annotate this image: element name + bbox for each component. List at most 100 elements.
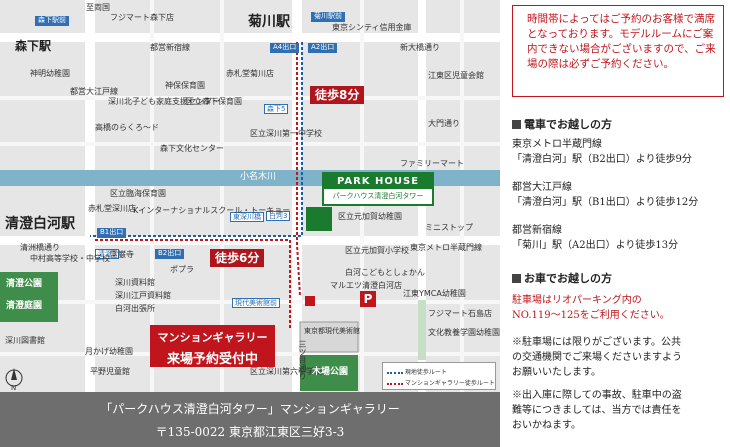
map-footer: 「パークハウス清澄白河タワー」マンションギャラリー 〒135-0022 東京都江… — [0, 392, 500, 447]
ministop-label: ミニストップ — [425, 223, 473, 232]
kiyosumi-walk-time: 徒歩6分 — [210, 249, 265, 267]
train-line-1: 「清澄白河」駅（B2出口）より徒歩9分 — [512, 154, 692, 165]
train-title-text: 電車でお越しの方 — [524, 118, 612, 131]
b2-exit-tag: B2出口 — [155, 249, 185, 259]
morishita-hoikuen-label: 区立森下保育園 — [186, 97, 242, 106]
hirano-jidokan-label: 平野児童館 — [90, 367, 130, 376]
info-panel: 時間帯によってはご予約のお客様で満席となっております。モデルルームにご案内できな… — [506, 0, 730, 447]
shirakawa-shutchojo-label: 白河出張所 — [115, 304, 155, 313]
kiyosubashi-dori-label: 清洲橋通り — [20, 243, 60, 252]
route-legend: 現地徒歩ルート マンションギャラリー徒歩ルート — [382, 362, 496, 390]
walk-route-blue — [90, 42, 303, 237]
fukagawa-edo-label: 深川江戸資料館 — [115, 291, 171, 300]
car-section-title: お車でお越しの方 — [512, 270, 612, 286]
kikukawa-ekimae-tag: 菊川駅前 — [311, 12, 345, 22]
kikukawa-walk-time: 徒歩8分 — [310, 86, 365, 104]
train-line-5: 「菊川」駅（A2出口）より徒歩13分 — [512, 240, 679, 251]
omon-dori-label: 大門通り — [428, 119, 460, 128]
car-parking-line-0: 駐車場はリオパーキング内の — [512, 295, 642, 306]
kiyosumi-station-label: 清澄白河駅 — [5, 216, 75, 232]
morishita-bunka-label: 森下文化センター — [160, 144, 224, 153]
parking-icon: P — [360, 291, 376, 307]
shin-ohashi-label: 新大橋通り — [400, 43, 440, 52]
walk-route-red-2 — [95, 239, 291, 330]
park-house-logo-text: PARK HOUSE — [324, 174, 432, 189]
morishita-ekimae-tag: 森下駅前 — [35, 16, 69, 26]
koto-jido-label: 江東区児童会館 — [428, 71, 484, 80]
fukagawa-library-label: 深川図書館 — [5, 336, 45, 345]
toei-oedo-label: 都営大江戸線 — [70, 87, 118, 96]
car-note-1: の交通機関でご来場くださいますよう — [512, 352, 682, 363]
compass-needle — [11, 368, 17, 380]
legend-swatch-blue — [387, 371, 403, 374]
kiyosumi-park-label: 清澄公園 — [6, 279, 43, 289]
car-note-2: お願いいたします。 — [512, 367, 601, 378]
toei-shinjuku-label: 都営新宿線 — [150, 43, 190, 52]
shinmei-label: 神明幼稚園 — [30, 69, 70, 78]
shirakawa3-tag: 白河3 — [266, 211, 291, 222]
a4-exit-tag: A4出口 — [270, 43, 300, 53]
car-note-5: おいかねます。 — [512, 420, 581, 431]
car-parking-line-1: NO.119～125をご利用ください。 — [512, 310, 670, 321]
fukagawa-shiryokan-label: 深川資料館 — [115, 278, 155, 287]
compass-icon: N — [11, 384, 17, 392]
omon-green — [418, 300, 426, 360]
mitsume-dori-label: 三ツ目通り — [298, 340, 307, 380]
onagi-river-label: 小名木川 — [240, 172, 277, 182]
tsukikage-label: 月かげ幼稚園 — [85, 347, 133, 356]
kiyosumi3-tag: 清澄3 — [95, 249, 120, 260]
fukagawa-kita-label: 深川北子ども家庭支援センター — [108, 97, 220, 106]
kiyosumi-garden-label: 清澄庭園 — [6, 301, 43, 311]
gallery-title: マンションギャラリー — [157, 331, 268, 344]
ymca-label: 江東YMCA幼稚園 — [403, 289, 466, 298]
fujimart-ishijima-label: フジマート石島店 — [428, 309, 492, 318]
minor-road-2 — [0, 142, 500, 146]
legend-swatch-red — [387, 382, 403, 385]
minor-road-5 — [150, 0, 154, 392]
kiyosumi-park-area — [0, 272, 58, 322]
legend-route2: マンションギャラリー徒歩ルート — [404, 380, 495, 387]
footer-address: 〒135-0022 東京都江東区三好3-3 — [155, 425, 345, 439]
moto-kaga-yochien-label: 区立元加賀幼稚園 — [338, 212, 402, 221]
walk-route-red — [296, 42, 301, 297]
park-house-name: パークハウス清澄白河タワー — [332, 192, 424, 200]
reiganji-label: 霊巌寺 — [110, 250, 134, 259]
shirakawa-kodomo-label: 白河こどもとしょかん — [345, 268, 425, 277]
access-map: 菊川駅 森下駅 清澄白河駅 森下駅前 菊川駅前 A4出口 A2出口 B1出口 B… — [0, 0, 500, 447]
museum-mae-tag: 現代美術館前 — [232, 298, 280, 309]
metro-hanzomon-label: 東京メトロ半蔵門線 — [410, 243, 482, 252]
minor-road-6 — [220, 0, 224, 392]
legend-row-1: 現地徒歩ルート — [387, 367, 447, 376]
morishita-station-label: 森下駅 — [15, 39, 52, 53]
park-house-logo: PARK HOUSE パークハウス清澄白河タワー — [322, 172, 434, 206]
reservation-notice: 時間帯によってはご予約のお客様で満席となっております。モデルルームにご案内できな… — [512, 5, 724, 97]
kuritsu-kiyo-hoiku-label: 区立臨海保育園 — [110, 189, 166, 198]
gallery-callout: マンションギャラリー 来場予約受付中 — [150, 325, 275, 367]
morishita5-tag: 森下5 — [264, 104, 289, 115]
train-line-4: 都営新宿線 — [512, 225, 562, 236]
museum-label: 東京都現代美術館 — [304, 327, 360, 335]
takahashi-label: 高橋のらくろ～ド — [95, 123, 159, 132]
car-title-text: お車でお越しの方 — [524, 272, 612, 285]
legend-route1: 現地徒歩ルート — [404, 369, 447, 376]
dai6-chugaku-label: 区立深川第六中学校 — [250, 367, 322, 376]
museum-area — [299, 321, 359, 353]
train-line-3: 「清澄白河」駅（B1出口）より徒歩12分 — [512, 197, 699, 208]
fujimart-morishita-label: フジマート森下店 — [110, 13, 174, 22]
a2-exit-tag: A2出口 — [308, 43, 338, 53]
toei-bashi-tag: 東深川橋 — [230, 212, 264, 223]
legend-row-2: マンションギャラリー徒歩ルート — [387, 378, 495, 387]
bullet-square-icon — [512, 120, 521, 129]
car-note-0: ※駐車場には限りがございます。公共 — [512, 337, 681, 348]
akafuda-kikukawa-label: 赤札堂菊川店 — [226, 69, 274, 78]
minor-road-8 — [460, 0, 464, 392]
akafuda-fukagawa-label: 赤札堂深川店 — [88, 204, 136, 213]
dai1-chugaku-label: 区立深川第一中学校 — [250, 129, 322, 138]
b1-exit-tag: B1出口 — [97, 228, 127, 238]
k-international-label: Kインターナショナルスクール・トーキョー — [133, 206, 291, 215]
train-line-2: 都営大江戸線 — [512, 182, 572, 193]
bunka-kyoiku-label: 文化教養学園幼稚園 — [428, 328, 500, 337]
familymart-label: ファミリーマート — [400, 159, 464, 168]
train-line-0: 東京メトロ半蔵門線 — [512, 139, 602, 150]
shinbo-hoikuen-label: 神保保育園 — [165, 81, 205, 90]
